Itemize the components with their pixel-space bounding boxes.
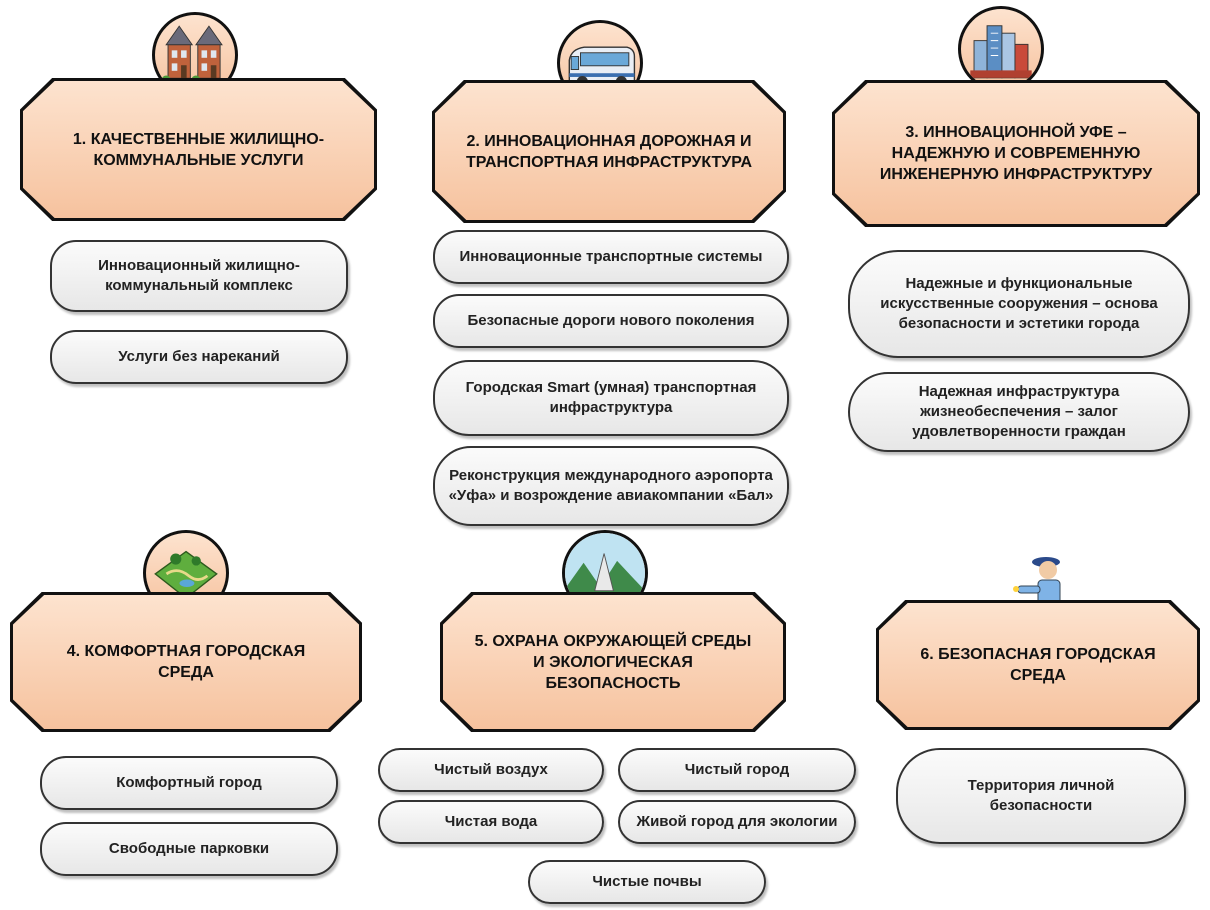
- category-5-item-4: Живой город для экологии: [618, 800, 856, 844]
- category-5-item-2: Чистый город: [618, 748, 856, 792]
- category-3-item-1: Надежные и функциональные искусственные …: [848, 250, 1190, 358]
- category-4-item-1: Комфортный город: [40, 756, 338, 810]
- city-buildings-icon: [958, 6, 1044, 92]
- category-3-item-2: Надежная инфраструктура жизнеобеспечения…: [848, 372, 1190, 452]
- category-4-title: 4. КОМФОРТНАЯ ГОРОДСКАЯ СРЕДА: [13, 595, 359, 729]
- category-2-title: 2. ИННОВАЦИОННАЯ ДОРОЖНАЯ И ТРАНСПОРТНАЯ…: [435, 83, 783, 220]
- category-2-item-3: Городская Smart (умная) транспортная инф…: [433, 360, 789, 436]
- category-1-header: 1. КАЧЕСТВЕННЫЕ ЖИЛИЩНО-КОММУНАЛЬНЫЕ УСЛ…: [20, 78, 377, 221]
- category-1-item-2: Услуги без нареканий: [50, 330, 348, 384]
- category-6-title: 6. БЕЗОПАСНАЯ ГОРОДСКАЯ СРЕДА: [879, 603, 1197, 727]
- category-2-item-4: Реконструкция международного аэропорта «…: [433, 446, 789, 526]
- category-5-item-5: Чистые почвы: [528, 860, 766, 904]
- category-1-title: 1. КАЧЕСТВЕННЫЕ ЖИЛИЩНО-КОММУНАЛЬНЫЕ УСЛ…: [23, 81, 374, 218]
- category-5-item-1: Чистый воздух: [378, 748, 604, 792]
- category-4-item-2: Свободные парковки: [40, 822, 338, 876]
- category-1-item-1: Инновационный жилищно-коммунальный компл…: [50, 240, 348, 312]
- category-5-header: 5. ОХРАНА ОКРУЖАЮЩЕЙ СРЕДЫ И ЭКОЛОГИЧЕСК…: [440, 592, 786, 732]
- category-2-header: 2. ИННОВАЦИОННАЯ ДОРОЖНАЯ И ТРАНСПОРТНАЯ…: [432, 80, 786, 223]
- category-2-item-2: Безопасные дороги нового поколения: [433, 294, 789, 348]
- category-3-title: 3. ИННОВАЦИОННОЙ УФЕ – НАДЕЖНУЮ И СОВРЕМ…: [835, 83, 1197, 224]
- category-3-header: 3. ИННОВАЦИОННОЙ УФЕ – НАДЕЖНУЮ И СОВРЕМ…: [832, 80, 1200, 227]
- category-6-item-1: Территория личной безопасности: [896, 748, 1186, 844]
- category-6-header: 6. БЕЗОПАСНАЯ ГОРОДСКАЯ СРЕДА: [876, 600, 1200, 730]
- category-5-title: 5. ОХРАНА ОКРУЖАЮЩЕЙ СРЕДЫ И ЭКОЛОГИЧЕСК…: [443, 595, 783, 729]
- category-4-header: 4. КОМФОРТНАЯ ГОРОДСКАЯ СРЕДА: [10, 592, 362, 732]
- category-5-item-3: Чистая вода: [378, 800, 604, 844]
- category-2-item-1: Инновационные транспортные системы: [433, 230, 789, 284]
